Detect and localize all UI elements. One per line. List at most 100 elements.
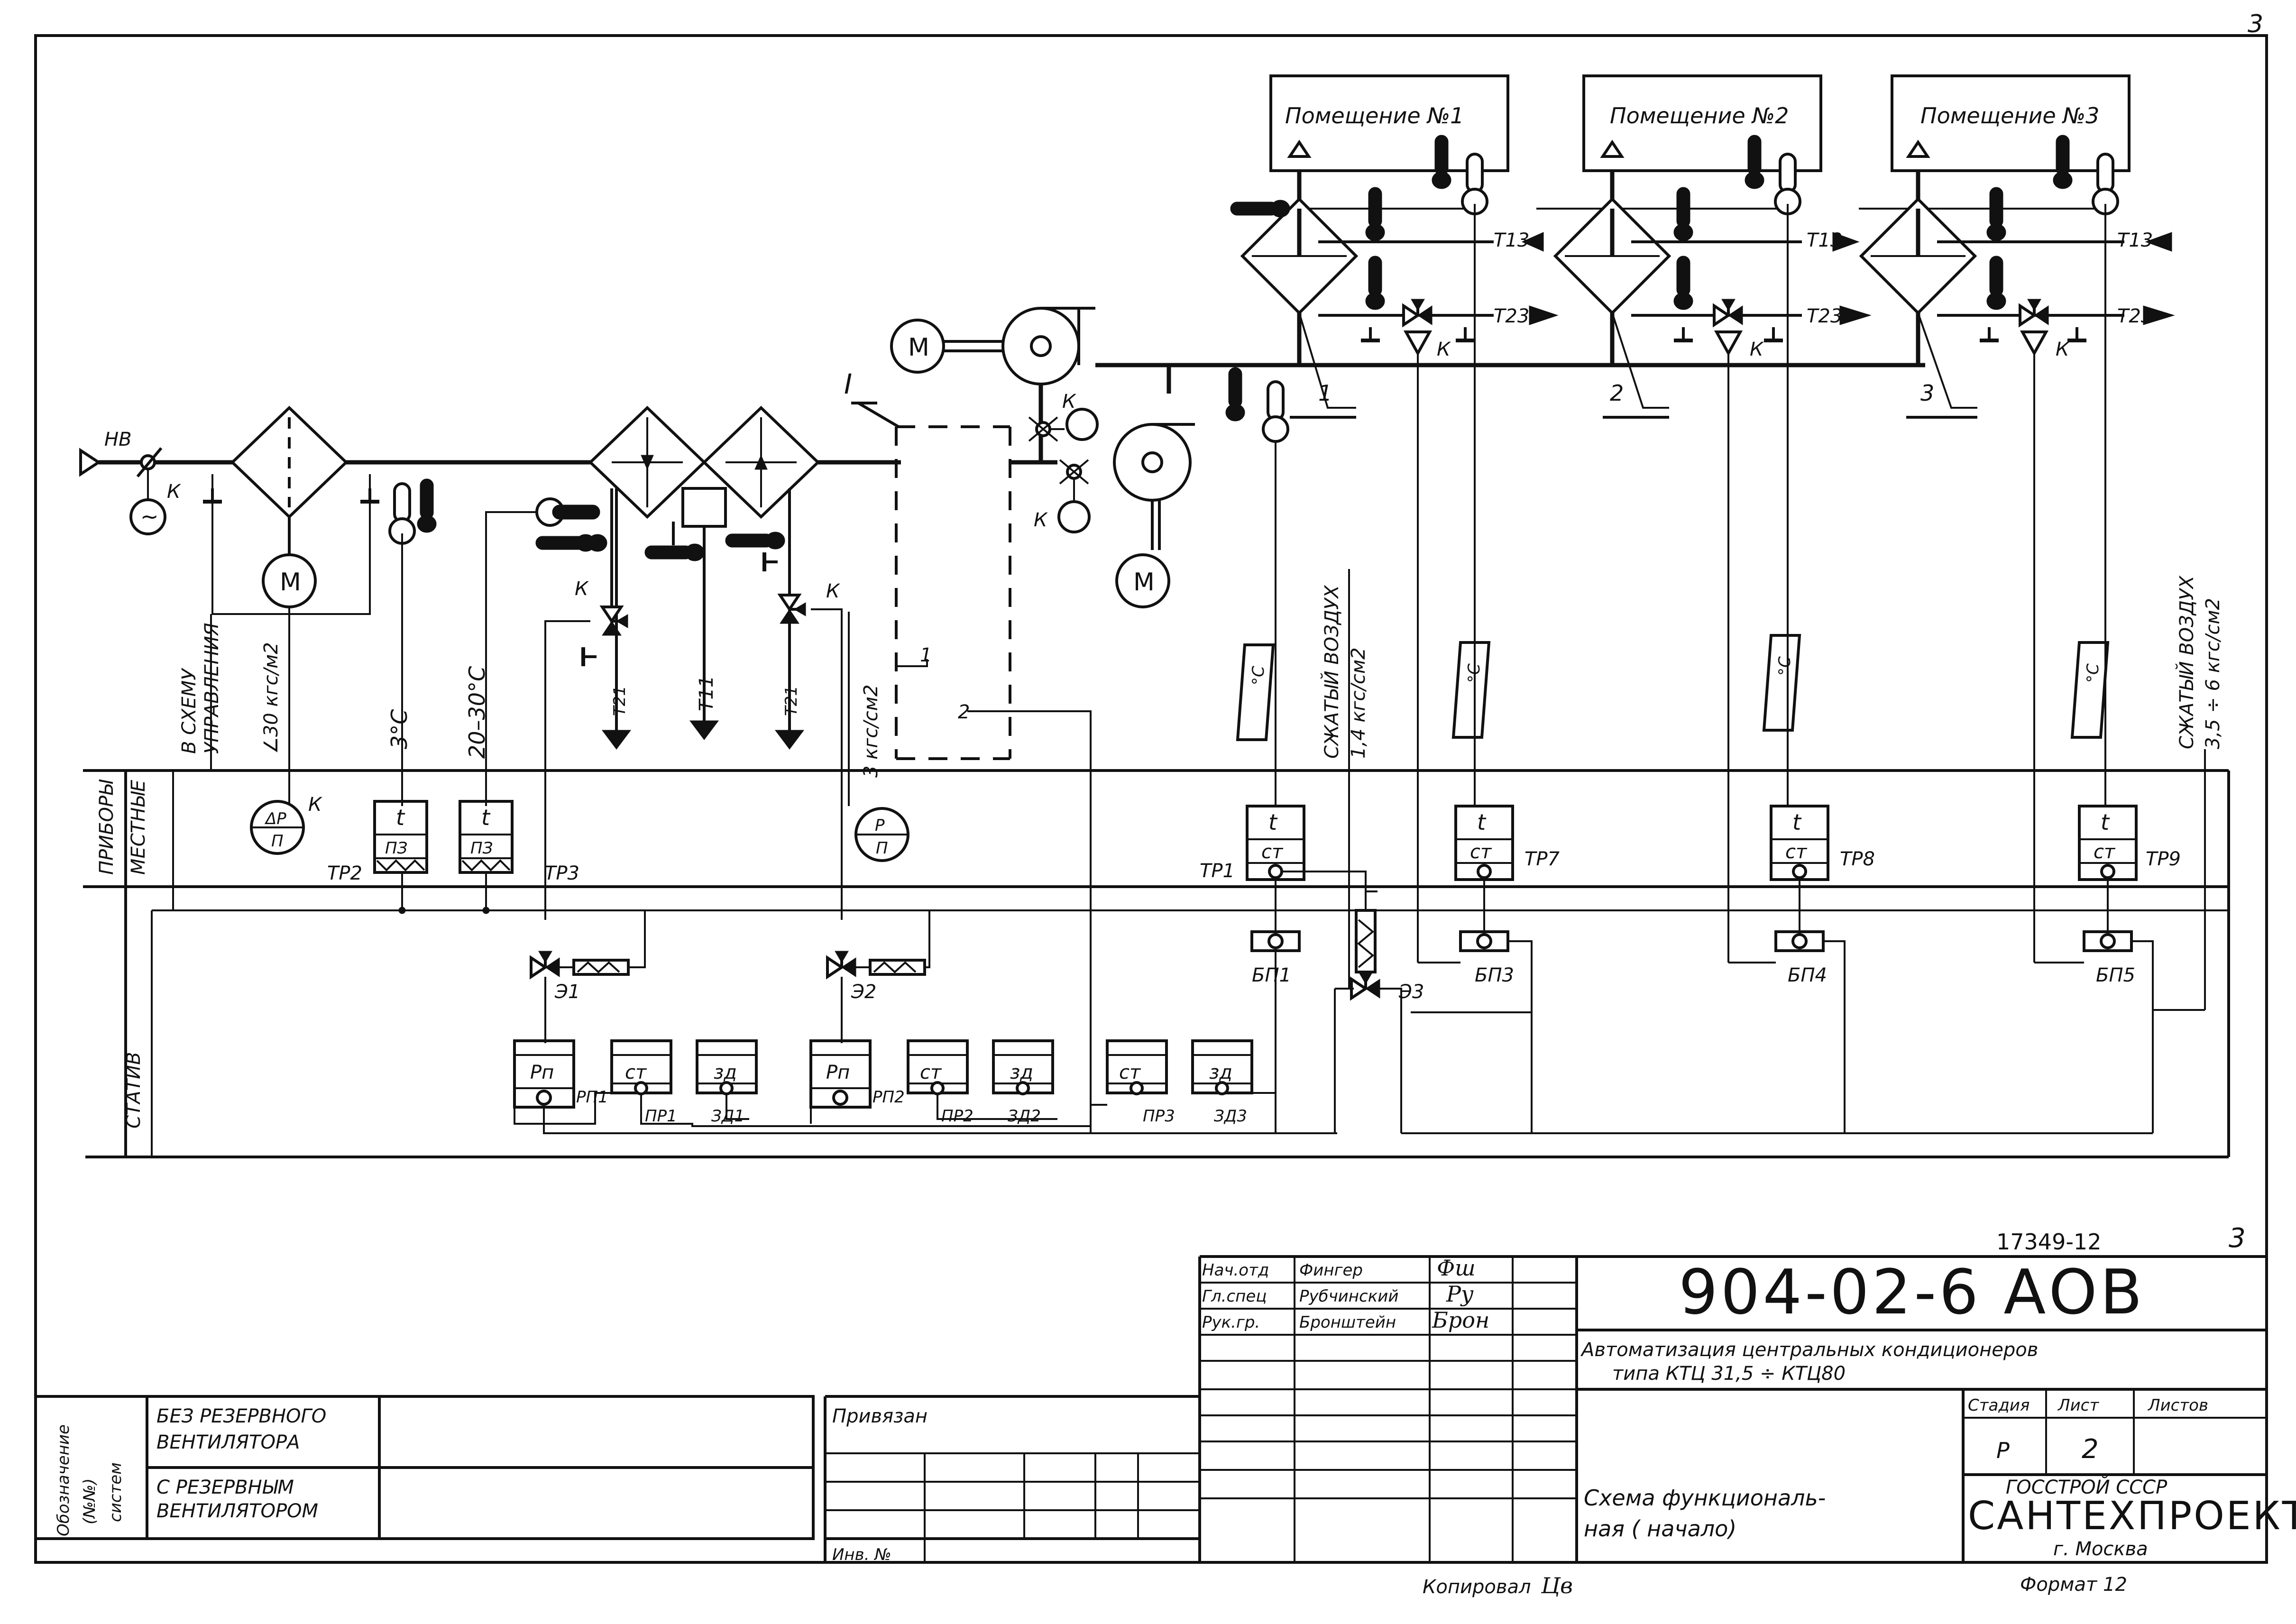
tr1-tag: ТР1 [1200,860,1235,882]
bp4-tag: БП4 [1788,964,1827,986]
compressed-air-2a: СЖАТЫЙ ВОЗДУХ [2175,575,2198,749]
outside-air-label: НВ [104,429,132,450]
room-3-t13-arrow [2145,232,2172,252]
fan-damper-2-k: К [1034,509,1048,531]
copied-by: Копировал [1423,1576,1531,1598]
room-3-t13: Т13 [2117,229,2153,251]
tr8-t: t [1792,809,1802,835]
outside-air-damper[interactable]: ~ [79,447,166,535]
to-control-1: В СХЕМУ [178,668,200,754]
sheet-corner-number: 3 [2229,1223,2246,1254]
thermostat-tr2 [373,800,428,914]
row-label-local-1: ПРИБОРЫ [96,779,118,875]
heater-t21-label: Т21 [610,686,629,716]
room-2-valve-k: К [1750,339,1764,360]
supply-air-sensor [1225,367,1288,806]
heat-exchanger-1 [588,405,707,519]
sheet-format: Формат 12 [2020,1574,2127,1596]
stage-value: Р [1996,1438,2010,1463]
p-gauge-top: Р [875,816,885,835]
pressure-3-label: 3 кгс/см2 [860,685,882,778]
heater-valve-k: К [575,578,589,600]
p-gauge-bottom: П [876,839,888,858]
drawing-number: 17349-12 [1996,1229,2101,1255]
zone-3-label: 3 [1920,380,1934,406]
room-2-t23-arrow [1839,305,1872,325]
sheet-title-1: Схема функциональ- [1584,1485,1826,1511]
zd2-tag: ЗД2 [1008,1107,1041,1126]
booster-bp1 [1250,930,1301,1133]
cooler-t21-label: Т21 [782,686,801,716]
zd1-label: зд [714,1062,737,1083]
room-3-t23-arrow [2143,305,2175,325]
pr3-tag: ПР3 [1143,1107,1175,1126]
indicator-2-unit: °С [1465,663,1484,683]
sheet-header: Лист [2057,1396,2099,1415]
booster-bp4 [1728,930,1846,1133]
converter-e2 [827,910,930,1043]
no-reserve-2: ВЕНТИЛЯТОРА [156,1431,300,1453]
e2-tag: Э2 [851,981,876,1003]
fan-damper-2[interactable] [1057,459,1091,533]
instrument-grid [83,769,2230,1158]
fan-damper-1-k: К [1062,391,1076,413]
room-3 [1859,74,2131,963]
room-3-label: Помещение №3 [1920,103,2099,128]
compressed-air-1b: 1,4 кгс/см2 [1348,647,1369,759]
room-1-t23-arrow [1529,305,1559,325]
room-1-valve-k: К [1437,339,1451,360]
tr1-cm: ст [1261,841,1284,863]
heater-pipework [535,488,705,920]
temp-indicators [1236,634,2110,741]
svg-text:Ру: Ру [1446,1281,1474,1307]
temp-sensor-3c [390,478,437,806]
fan-motor-2-label: М [1133,568,1155,596]
filter-fan-motor-label: М [280,568,301,596]
name-3: Бронштейн [1299,1313,1396,1332]
rp2-tag: РП2 [872,1088,905,1107]
dp-gauge-top: ΔP [264,809,286,828]
rp1-label: Рп [530,1062,554,1083]
supply-fan-main [890,307,1095,462]
bound-label: Привязан [832,1405,928,1427]
zone-2-label: 2 [1610,380,1624,406]
sheets-header: Листов [2147,1396,2208,1415]
transmitter-tr9 [2078,805,2138,934]
pr1-cm-label: ст [625,1062,647,1083]
room-1-t23: Т23 [1494,305,1529,327]
row-label-rack: СТАТИВ [123,1052,145,1129]
tr3-t: t [481,805,491,830]
room-2-label: Помещение №2 [1610,103,1789,128]
rp2-label: Рп [826,1062,850,1083]
zone-1-label: 1 [1318,380,1332,406]
name-2: Рубчинский [1299,1287,1398,1306]
tr3-tag: ТР3 [544,862,579,884]
pressure-30-label: ∠30 кгс/м2 [260,642,282,754]
room-1 [1230,74,1509,963]
tr7-cm: ст [1470,841,1492,863]
cooler-valve-k: К [826,580,840,602]
p-gauge [854,807,909,862]
fan-damper-1[interactable] [1028,408,1099,442]
rack-group-2 [809,1039,1057,1124]
tr7-tag: ТР7 [1525,848,1560,870]
name-1: Фингер [1299,1261,1363,1280]
bp5-tag: БП5 [2096,964,2135,986]
tr8-tag: ТР8 [1840,848,1875,870]
sheet-title-2: ная ( начало) [1584,1516,1736,1541]
room-1-label: Помещение №1 [1285,103,1464,128]
page-corner-number: 3 [2248,10,2263,38]
zd3-tag: ЗД3 [1214,1107,1247,1126]
designation-1: Обозначение [54,1424,73,1536]
pr1-tag: ПР1 [645,1107,677,1126]
compressed-air-2b: 3,5 ÷ 6 кгс/см2 [2202,598,2224,749]
damper-k-label: К [167,481,181,503]
room-2-t23: Т23 [1807,305,1842,327]
room-1-t13-arrow [1521,232,1544,252]
rack-group-1 [513,1039,1337,1134]
tr9-cm: ст [2094,841,2116,863]
tr7-t: t [1477,809,1487,835]
t11-arrow [689,720,719,740]
fan-motor-1-label: М [908,333,929,362]
dp-gauge [250,800,305,855]
